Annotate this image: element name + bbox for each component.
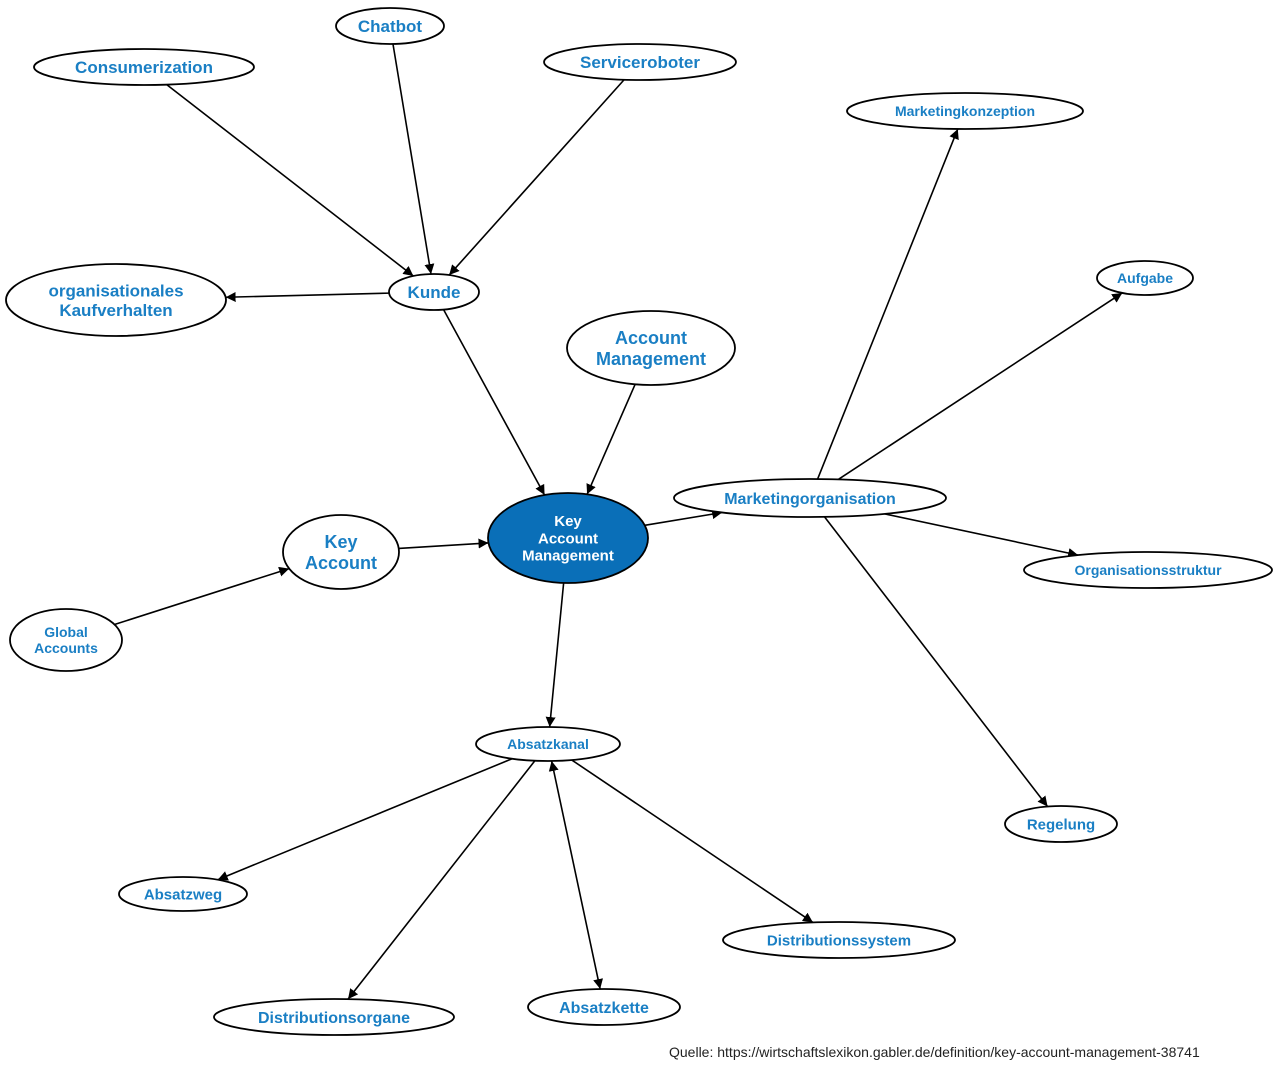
node-ellipse bbox=[335, 7, 445, 45]
node-label: organisationales bbox=[48, 281, 183, 300]
node-label: Consumerization bbox=[75, 58, 213, 77]
node-kunde: Kunde bbox=[388, 273, 480, 311]
edge-marketingorganisation-to-marketingkonzeption bbox=[816, 128, 959, 480]
node-label: Absatzweg bbox=[144, 886, 222, 903]
node-ellipse bbox=[722, 921, 956, 959]
node-label: Management bbox=[522, 548, 614, 565]
node-label: Absatzkette bbox=[559, 1000, 649, 1017]
node-marketingorganisation: Marketingorganisation bbox=[673, 478, 947, 518]
node-ellipse bbox=[673, 478, 947, 518]
node-label: Management bbox=[596, 349, 706, 369]
node-ellipse bbox=[846, 92, 1084, 130]
node-ellipse bbox=[487, 492, 649, 584]
node-label: Chatbot bbox=[358, 17, 423, 36]
edge-global-accounts-to-key-account bbox=[114, 566, 290, 626]
node-label: Accounts bbox=[34, 640, 98, 656]
node-absatzkanal: Absatzkanal bbox=[475, 726, 621, 762]
edge-consumerization-to-kunde bbox=[166, 83, 414, 277]
node-label: Organisationsstruktur bbox=[1074, 562, 1222, 578]
node-label: Global bbox=[44, 624, 88, 640]
node-ellipse bbox=[566, 310, 736, 386]
node-absatzweg: Absatzweg bbox=[118, 876, 248, 912]
node-marketingkonzeption: Marketingkonzeption bbox=[846, 92, 1084, 130]
node-ellipse bbox=[282, 514, 400, 590]
node-label: Regelung bbox=[1027, 816, 1095, 833]
node-label: Account bbox=[538, 530, 598, 547]
node-ellipse bbox=[9, 608, 123, 672]
node-ellipse bbox=[475, 726, 621, 762]
node-ellipse bbox=[388, 273, 480, 311]
node-chatbot: Chatbot bbox=[335, 7, 445, 45]
node-absatzkette: Absatzkette bbox=[527, 988, 681, 1026]
node-label: Account bbox=[615, 328, 687, 348]
node-label: Kunde bbox=[408, 283, 461, 302]
node-label: Serviceroboter bbox=[580, 53, 700, 72]
edge-account-management-to-key-account-management bbox=[586, 384, 636, 495]
edge-key-account-management-to-absatzkanal bbox=[545, 582, 565, 728]
node-distributionssystem: Distributionssystem bbox=[722, 921, 956, 959]
node-ellipse bbox=[5, 263, 227, 337]
node-ellipse bbox=[213, 998, 455, 1036]
node-ellipse bbox=[1096, 260, 1194, 296]
source-citation: Quelle: https://wirtschaftslexikon.gable… bbox=[669, 1044, 1200, 1060]
node-ellipse bbox=[1023, 551, 1273, 589]
node-label: Absatzkanal bbox=[507, 736, 589, 752]
edge-chatbot-to-kunde bbox=[392, 43, 435, 275]
node-label: Account bbox=[305, 553, 377, 573]
node-label: Marketingorganisation bbox=[724, 491, 896, 508]
node-label: Key bbox=[324, 532, 357, 552]
node-label: Distributionsorgane bbox=[258, 1010, 410, 1027]
edge-marketingorganisation-to-organisationsstruktur bbox=[884, 513, 1079, 558]
node-consumerization: Consumerization bbox=[33, 48, 255, 86]
node-regelung: Regelung bbox=[1004, 805, 1118, 843]
edge-key-account-management-to-marketingorganisation bbox=[644, 509, 723, 527]
edge-marketingorganisation-to-aufgabe bbox=[837, 292, 1123, 481]
node-label: Marketingkonzeption bbox=[895, 103, 1035, 119]
node-label: Kaufverhalten bbox=[59, 301, 172, 320]
node-label: Distributionssystem bbox=[767, 932, 911, 949]
node-ellipse bbox=[543, 43, 737, 81]
node-label: Key bbox=[554, 513, 582, 530]
node-organisationsstruktur: Organisationsstruktur bbox=[1023, 551, 1273, 589]
node-aufgabe: Aufgabe bbox=[1096, 260, 1194, 296]
edge-kunde-to-org-kaufverhalten bbox=[225, 291, 390, 302]
node-ellipse bbox=[527, 988, 681, 1026]
edge-kunde-to-key-account-management bbox=[442, 309, 546, 496]
node-ellipse bbox=[33, 48, 255, 86]
node-label: Aufgabe bbox=[1117, 270, 1173, 286]
edge-key-account-to-key-account-management bbox=[398, 538, 489, 550]
node-distributionsorgane: Distributionsorgane bbox=[213, 998, 455, 1036]
edge-absatzkanal-to-absatzweg bbox=[217, 758, 513, 881]
node-ellipse bbox=[1004, 805, 1118, 843]
node-ellipse bbox=[118, 876, 248, 912]
edge-marketingorganisation-to-regelung bbox=[823, 516, 1049, 808]
edge-absatzkanal-to-distributionsorgane bbox=[347, 760, 536, 1000]
node-serviceroboter: Serviceroboter bbox=[543, 43, 737, 81]
edge-absatzkanal-to-absatzkette bbox=[548, 760, 603, 990]
edge-serviceroboter-to-kunde bbox=[448, 79, 625, 276]
edge-absatzkanal-to-distributionssystem bbox=[571, 759, 814, 924]
